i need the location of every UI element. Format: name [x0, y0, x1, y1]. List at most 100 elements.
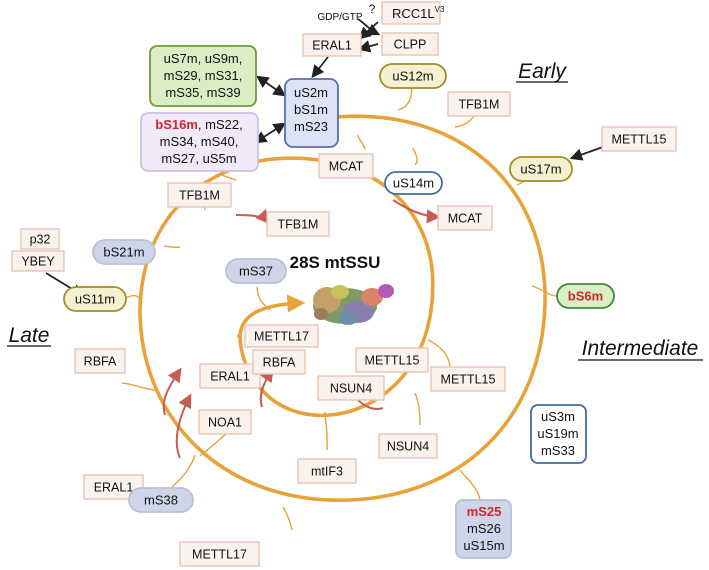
factor-box-eral1-inner: ERAL1	[199, 363, 261, 389]
factor-box-tfb1m-outer: TFB1M	[447, 91, 511, 117]
factor-label: METTL15	[612, 133, 667, 147]
factor-box-tfb1m-left: TFB1M	[167, 182, 232, 208]
protein-label: mS38	[144, 493, 178, 508]
protein-label: bS6m	[568, 289, 603, 304]
factor-box-yb: YBEY	[11, 250, 65, 272]
factor-label: NOA1	[208, 416, 242, 430]
protein-label: uS11m	[75, 292, 115, 307]
factor-label: ERAL1	[94, 481, 134, 495]
protein-us17m: uS17m	[509, 156, 573, 182]
factor-label: METTL15	[441, 373, 496, 387]
factor-label: mtIF3	[311, 465, 343, 479]
arrow-mettl15-us17m	[569, 146, 604, 161]
factor-label: METTL17	[254, 330, 309, 344]
factor-label: ERAL1	[312, 39, 352, 53]
factor-rcc1l: RCC1LV3	[381, 1, 445, 25]
protein-ms37: mS37	[225, 258, 287, 284]
arrow-rcc1l-eral1	[358, 21, 379, 40]
protein-label: mS29, mS31,	[164, 68, 243, 83]
protein-label: mS33	[541, 443, 575, 458]
stage-early: Early	[518, 60, 567, 83]
protein-label: mS27, uS5m	[161, 151, 236, 166]
factor-label: METTL15	[365, 354, 420, 368]
factor-box-mettl17-inner: METTL17	[244, 324, 319, 348]
arrow-mcat	[392, 199, 441, 224]
factor-label: MCAT	[329, 160, 364, 174]
protein-label: uS7m, uS9m,	[164, 51, 243, 66]
factor-box-mcat-inner: MCAT	[437, 205, 493, 231]
protein-label: bS1m	[294, 102, 328, 117]
protein-boxes: uS7m, uS9m, mS29, mS31, mS35, mS39 bS16m, m…	[63, 45, 615, 559]
factor-label: RBFA	[263, 356, 296, 370]
rcc1l-label: RCC1L	[392, 6, 435, 21]
ribosome-structure-icon	[313, 284, 394, 325]
factor-label: METTL17	[192, 548, 247, 562]
protein-label: uS19m	[537, 426, 578, 441]
protein-label: uS15m	[463, 538, 504, 553]
svg-text:RCC1LV3: RCC1LV3	[392, 5, 445, 21]
arrow-clpp-eral1	[357, 40, 379, 53]
factor-box-rbfa-inner: RBFA	[252, 349, 306, 375]
arrow-tfb1m	[235, 208, 270, 225]
factor-box-mettl15-outer: METTL15	[601, 126, 677, 152]
diagram-title: 28S mtSSU	[290, 253, 381, 272]
arrow-center-green	[255, 75, 287, 97]
factor-box-mettl17-outer: METTL17	[179, 541, 260, 567]
protein-label: uS2m	[294, 85, 328, 100]
arrow-eral1-center	[311, 56, 329, 78]
protein-label: uS12m	[392, 69, 433, 84]
factor-box-clpp: CLPP	[381, 32, 439, 56]
factor-label: MCAT	[448, 212, 483, 226]
factor-box-eral1-top: ERAL1	[302, 33, 362, 57]
protein-group-ms25: mS25 mS26 uS15m	[455, 499, 512, 559]
protein-label: bS21m	[103, 245, 144, 260]
factor-label: CLPP	[394, 38, 427, 52]
factor-box-noa1: NOA1	[198, 409, 252, 435]
factor-label: TFB1M	[459, 98, 500, 112]
protein-group-green: uS7m, uS9m, mS29, mS31, mS35, mS39	[149, 45, 257, 107]
protein-ms38: mS38	[128, 487, 194, 513]
protein-label: mS35, mS39	[165, 85, 240, 100]
arrow-noa1	[175, 393, 192, 459]
protein-us12m: uS12m	[379, 63, 447, 89]
factor-box-nsun4-outer: NSUN4	[378, 433, 438, 459]
protein-label: uS17m	[520, 162, 561, 177]
factor-box-mettl15-mid: METTL15	[430, 366, 506, 392]
protein-group-center: uS2m bS1m mS23	[284, 78, 339, 148]
protein-bs6m: bS6m	[556, 283, 615, 309]
protein-bs21m: bS21m	[92, 239, 156, 265]
factor-label: NSUN4	[330, 382, 372, 396]
protein-label: uS14m	[393, 176, 434, 191]
factor-label: TFB1M	[278, 218, 319, 232]
factor-box-mettl15-inner: METTL15	[355, 347, 429, 373]
protein-group-purple: bS16m, mS22, mS34, mS40, mS27, uS5m	[140, 112, 259, 172]
factor-box-nsun4-inner: NSUN4	[317, 375, 385, 401]
factor-label: NSUN4	[387, 440, 429, 454]
protein-us14m: uS14m	[384, 171, 443, 195]
protein-label: mS23	[294, 119, 328, 134]
protein-label: mS34, mS40,	[160, 134, 239, 149]
arrow-center-purple	[253, 122, 287, 144]
protein-label: mS26	[467, 521, 501, 536]
stage-intermediate: Intermediate	[582, 337, 699, 360]
factor-label: TFB1M	[179, 189, 220, 203]
factor-label: p32	[30, 233, 51, 247]
factor-box-mtif3: mtIF3	[297, 458, 357, 484]
protein-label: mS37	[239, 264, 273, 279]
arrow-eral1	[162, 367, 182, 416]
protein-label: mS25	[467, 504, 502, 519]
arrow-rbfa	[259, 367, 274, 408]
protein-us11m: uS11m	[63, 286, 127, 312]
factor-label: YBEY	[21, 255, 55, 269]
gdp-gtp-label: GDP/GTP	[317, 12, 362, 23]
protein-label: bS16m, mS22,	[155, 117, 242, 132]
factor-box-mcat-outer: MCAT	[318, 153, 374, 179]
factor-box-rbfa-outer: RBFA	[74, 348, 126, 374]
factor-label: ERAL1	[210, 370, 250, 384]
question-mark: ?	[369, 2, 376, 16]
factor-box-tfb1m-inner: TFB1M	[266, 211, 330, 237]
factor-label: RBFA	[84, 355, 117, 369]
rcc1l-superscript: V3	[435, 5, 445, 14]
